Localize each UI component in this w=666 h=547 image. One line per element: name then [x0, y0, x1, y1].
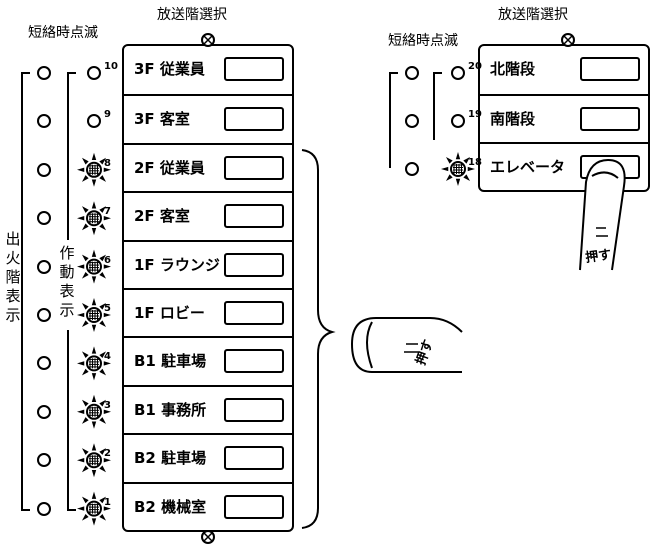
floor-select-row[interactable]: 北階段 — [480, 46, 648, 94]
circuit-number: 3 — [104, 399, 111, 411]
circuit-number: 7 — [104, 206, 111, 218]
operation-label: 作動表示 — [59, 244, 75, 319]
operation-indicator-lamp — [87, 66, 101, 80]
floor-select-button[interactable] — [224, 155, 284, 180]
flashing-indicator-icon — [77, 249, 111, 284]
operation-indicator-lamp — [87, 114, 101, 129]
fire-floor-label: 出火階表示 — [5, 230, 21, 324]
screw-icon — [201, 33, 215, 47]
fire-indicator-lamp — [37, 162, 51, 177]
finger-pointing-icon — [350, 317, 463, 373]
floor-label: 南階段 — [490, 110, 536, 128]
floor-select-row[interactable]: 2F 客室 — [124, 191, 292, 239]
floor-select-row[interactable]: B1 駐車場 — [124, 336, 292, 384]
floor-label: 3F 客室 — [134, 110, 190, 129]
floor-label: 2F 客室 — [134, 207, 190, 226]
circuit-number: 18 — [468, 157, 482, 168]
floor-label: 北階段 — [490, 60, 536, 78]
floor-select-button[interactable] — [224, 107, 284, 132]
circuit-number: 10 — [104, 61, 118, 72]
fire-indicator-lamp — [37, 114, 51, 129]
floor-select-button[interactable] — [224, 252, 284, 277]
fire-indicator-lamp — [37, 356, 51, 371]
fire-indicator-lamp — [37, 501, 51, 516]
floor-label: B2 機械室 — [134, 497, 207, 516]
floor-label: エレベータ — [490, 158, 566, 176]
floor-select-row[interactable]: 2F 従業員 — [124, 142, 292, 191]
circuit-number: 19 — [468, 109, 482, 120]
floor-select-button[interactable] — [224, 494, 284, 519]
floor-select-row[interactable]: B2 機械室 — [124, 481, 292, 530]
bracket-icon — [301, 149, 336, 529]
floor-select-button[interactable] — [224, 349, 284, 374]
floor-select-button[interactable] — [224, 204, 284, 229]
operation-indicator-lamp — [451, 114, 465, 128]
short-group-line-bottom — [67, 330, 76, 511]
right-fire-group-line — [389, 72, 398, 168]
flashing-indicator-icon — [77, 394, 111, 429]
floor-label: 3F 従業員 — [134, 60, 205, 78]
fire-indicator-lamp — [405, 162, 419, 176]
flashing-indicator-icon — [77, 298, 111, 332]
floor-select-button[interactable] — [224, 301, 284, 325]
circuit-number: 2 — [104, 448, 111, 460]
right-header-select: 放送階選択 — [498, 7, 568, 23]
flashing-indicator-icon — [77, 346, 111, 381]
fire-indicator-lamp — [37, 453, 51, 468]
finger-pointing-icon — [579, 158, 626, 271]
floor-label: 2F 従業員 — [134, 158, 205, 177]
flashing-indicator-icon — [441, 152, 475, 186]
flashing-indicator-icon — [77, 443, 111, 478]
circuit-number: 6 — [104, 254, 111, 266]
screw-icon — [201, 530, 215, 544]
left-header-select: 放送階選択 — [157, 7, 227, 23]
floor-select-row[interactable]: 1F ラウンジ — [124, 239, 292, 288]
floor-label: 1F ラウンジ — [134, 255, 220, 274]
operation-indicator-lamp — [451, 66, 465, 80]
circuit-number: 9 — [104, 109, 111, 121]
circuit-number: 5 — [104, 303, 111, 314]
fire-indicator-lamp — [37, 308, 51, 322]
floor-label: B2 駐車場 — [134, 449, 207, 468]
finger-press-label-right: 押す — [584, 246, 612, 265]
fire-indicator-lamp — [37, 259, 51, 274]
fire-indicator-lamp — [37, 211, 51, 226]
flashing-indicator-icon — [77, 491, 111, 526]
short-group-line-top — [67, 72, 76, 240]
floor-label: B1 駐車場 — [134, 352, 207, 371]
circuit-number: 20 — [468, 61, 482, 72]
floor-select-row[interactable]: 南階段 — [480, 94, 648, 142]
floor-select-row[interactable]: 3F 従業員 — [124, 46, 292, 94]
floor-select-button[interactable] — [580, 107, 640, 131]
left-header-short: 短絡時点滅 — [28, 25, 98, 41]
flashing-indicator-icon — [77, 201, 111, 236]
left-floor-panel: 3F 従業員 3F 客室 2F 従業員 2F 客室 1F ラウンジ 1F ロビー B1 駐車… — [122, 44, 294, 532]
floor-select-button[interactable] — [224, 57, 284, 81]
flashing-indicator-icon — [77, 152, 111, 187]
circuit-number: 1 — [104, 496, 111, 508]
fire-indicator-lamp — [37, 404, 51, 419]
floor-select-button[interactable] — [580, 57, 640, 81]
screw-icon — [561, 33, 575, 47]
floor-select-row[interactable]: B2 駐車場 — [124, 433, 292, 481]
fire-indicator-lamp — [37, 66, 51, 80]
floor-label: B1 事務所 — [134, 400, 207, 419]
circuit-number: 4 — [104, 351, 111, 363]
circuit-number: 8 — [104, 157, 111, 169]
fire-group-line — [21, 72, 30, 511]
right-short-group-line — [433, 72, 442, 140]
right-header-short: 短絡時点滅 — [388, 33, 458, 49]
fire-indicator-lamp — [405, 114, 419, 128]
floor-select-row[interactable]: 3F 客室 — [124, 94, 292, 142]
floor-label: 1F ロビー — [134, 304, 205, 322]
floor-select-button[interactable] — [224, 397, 284, 422]
floor-select-button[interactable] — [224, 446, 284, 471]
fire-indicator-lamp — [405, 66, 419, 80]
floor-select-row[interactable]: 1F ロビー — [124, 288, 292, 336]
floor-select-row[interactable]: B1 事務所 — [124, 384, 292, 433]
